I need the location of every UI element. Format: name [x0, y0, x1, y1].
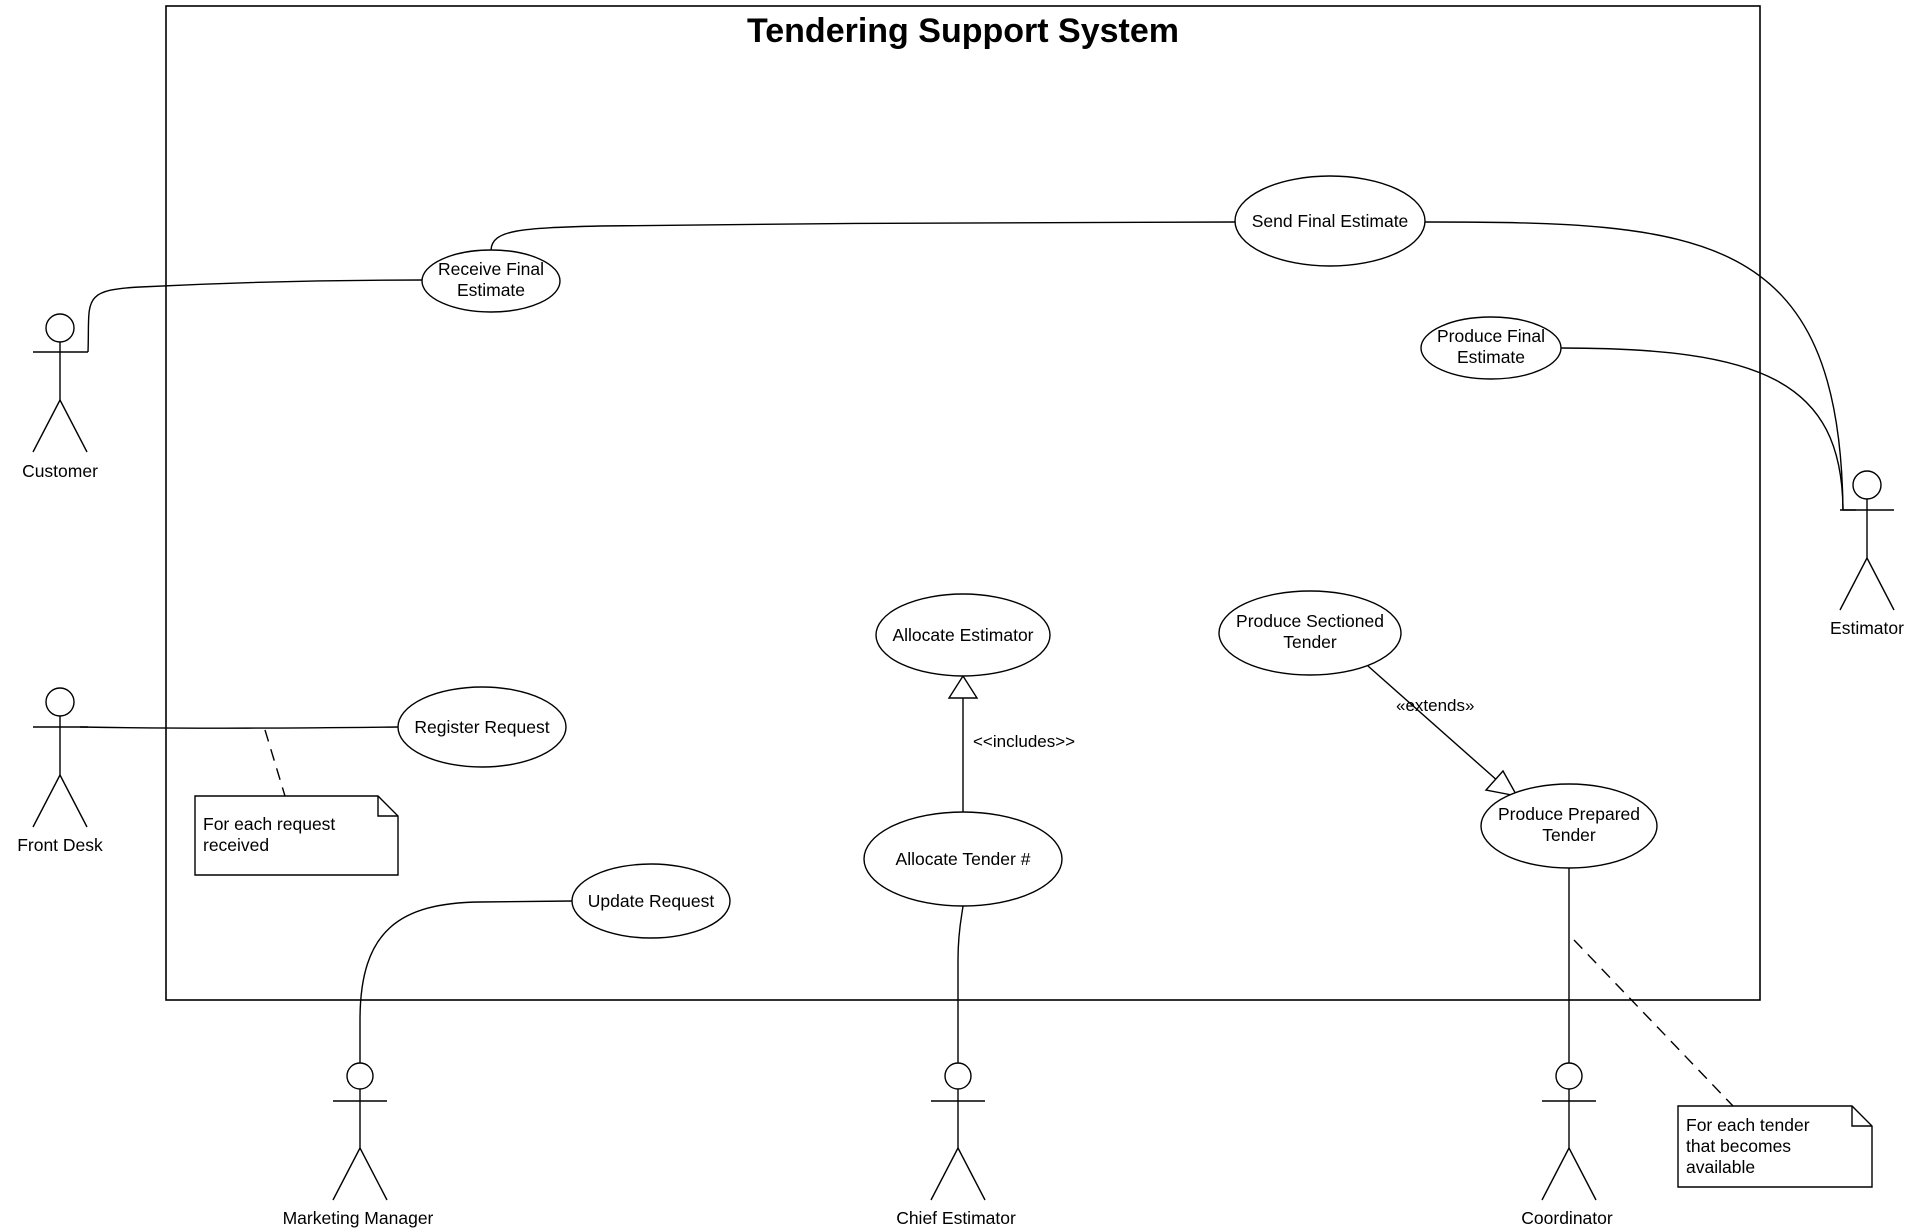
- stick-figure-icon: [930, 1062, 986, 1201]
- actor-label: Customer: [22, 461, 98, 481]
- tender-note-anchor: [1573, 939, 1734, 1107]
- association-customer-receive: [87, 279, 424, 353]
- stick-figure-icon: [1839, 470, 1895, 611]
- actor-customer[interactable]: Customer: [22, 313, 98, 481]
- use-case-produce-sectioned-tender[interactable]: Produce Sectioned Tender: [1218, 590, 1402, 676]
- use-case-allocate-estimator[interactable]: Allocate Estimator: [875, 593, 1051, 677]
- extends-arrowhead: [1484, 769, 1519, 797]
- stick-figure-icon: [1541, 1062, 1597, 1201]
- use-case-label: Update Request: [588, 891, 715, 911]
- actor-label: Marketing Manager: [283, 1208, 434, 1228]
- includes-arrowhead: [947, 674, 979, 699]
- includes-label: <<includes>>: [973, 732, 1075, 751]
- use-case-label: Estimate: [457, 280, 525, 300]
- stick-figure-icon: [32, 313, 88, 453]
- actor-label: Chief Estimator: [896, 1208, 1016, 1228]
- system-boundary: [165, 5, 1761, 1001]
- note-request: For each request received: [194, 795, 399, 876]
- use-case-register-request[interactable]: Register Request: [397, 686, 567, 768]
- use-case-update-request[interactable]: Update Request: [571, 863, 731, 939]
- use-case-label: Send Final Estimate: [1252, 211, 1409, 231]
- use-case-label: Estimate: [1457, 347, 1525, 367]
- association-receive-send: [490, 221, 1236, 251]
- use-case-receive-final-estimate[interactable]: Receive Final Estimate: [421, 249, 561, 313]
- actor-front-desk[interactable]: Front Desk: [17, 687, 103, 855]
- use-case-label: Allocate Tender #: [896, 849, 1031, 869]
- use-case-send-final-estimate[interactable]: Send Final Estimate: [1234, 175, 1426, 267]
- use-case-label: Produce Prepared: [1498, 804, 1640, 824]
- note-text: available: [1686, 1157, 1755, 1177]
- use-case-allocate-tender[interactable]: Allocate Tender #: [863, 811, 1063, 907]
- note-text: For each request: [203, 814, 335, 834]
- actor-label: Front Desk: [17, 835, 103, 855]
- association-produce-final-estimator: [1559, 347, 1844, 511]
- actor-marketing-manager[interactable]: Marketing Manager: [283, 1062, 434, 1228]
- note-text: that becomes: [1686, 1136, 1791, 1156]
- association-send-estimator: [1424, 221, 1844, 511]
- note-text: For each tender: [1686, 1115, 1810, 1135]
- use-case-label: Receive Final: [438, 259, 544, 279]
- note-tender: For each tender that becomes available: [1677, 1105, 1873, 1188]
- use-case-label: Produce Sectioned: [1236, 611, 1384, 631]
- use-case-label: Tender: [1542, 825, 1596, 845]
- use-case-label: Register Request: [414, 717, 549, 737]
- extends-line: [1367, 665, 1500, 783]
- use-case-produce-prepared-tender[interactable]: Produce Prepared Tender: [1480, 783, 1658, 869]
- association-chief-allocate: [957, 905, 964, 1063]
- actor-estimator[interactable]: Estimator: [1830, 470, 1904, 638]
- use-case-label: Tender: [1283, 632, 1337, 652]
- actor-label: Estimator: [1830, 618, 1904, 638]
- association-frontdesk-register: [79, 726, 399, 729]
- actor-chief-estimator[interactable]: Chief Estimator: [896, 1062, 1016, 1228]
- stick-figure-icon: [332, 1062, 388, 1201]
- actor-label: Coordinator: [1521, 1208, 1613, 1228]
- use-case-label: Allocate Estimator: [892, 625, 1033, 645]
- note-text: received: [203, 835, 269, 855]
- use-case-label: Produce Final: [1437, 326, 1545, 346]
- use-case-produce-final-estimate[interactable]: Produce Final Estimate: [1420, 316, 1562, 380]
- stick-figure-icon: [32, 687, 88, 828]
- actor-coordinator[interactable]: Coordinator: [1521, 1062, 1613, 1228]
- system-title: Tendering Support System: [747, 12, 1179, 50]
- request-note-anchor: [264, 729, 286, 797]
- association-marketing-update: [359, 900, 573, 1063]
- extends-label: «extends»: [1396, 696, 1474, 715]
